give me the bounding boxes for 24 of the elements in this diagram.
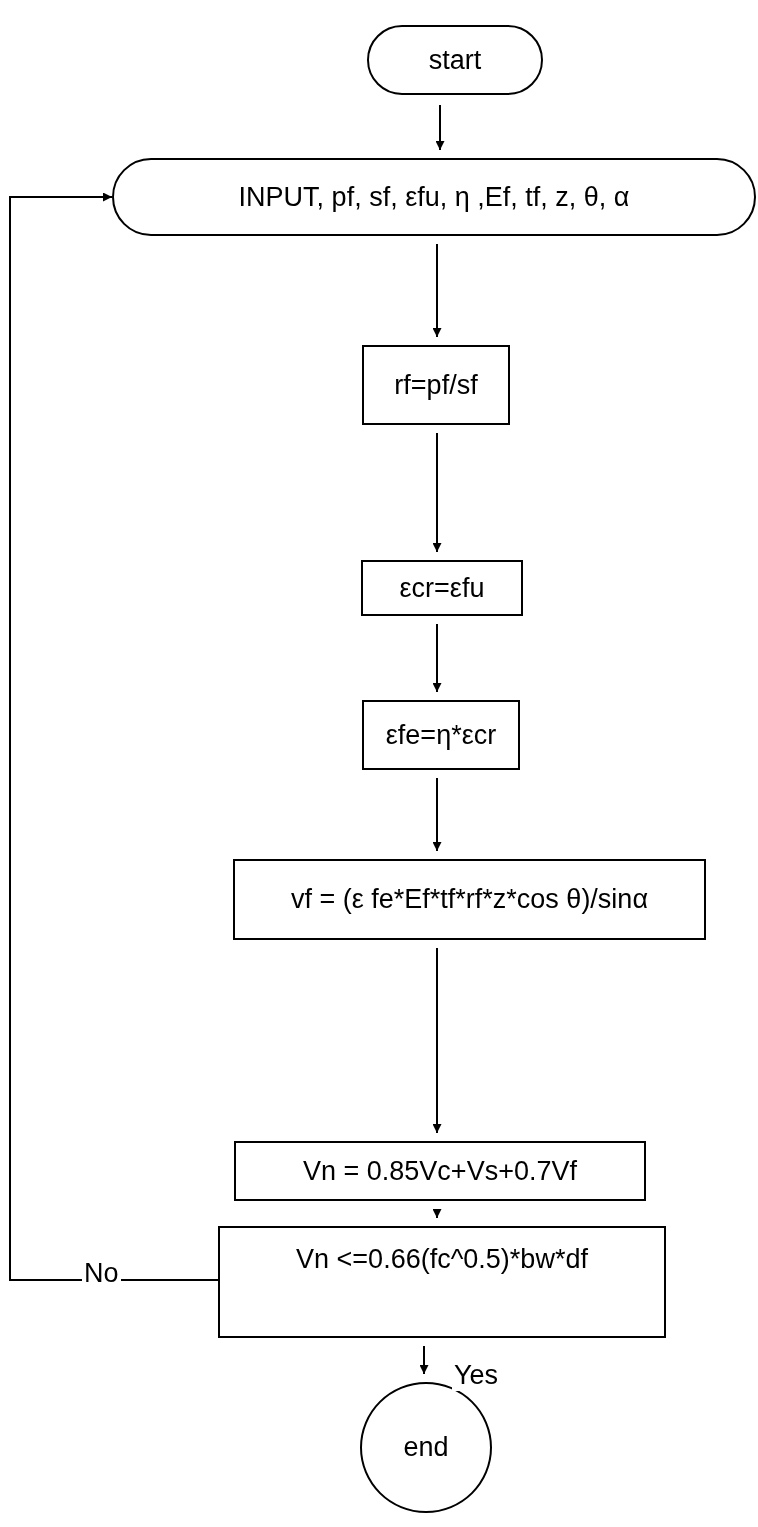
process-box (362, 700, 520, 770)
node-text: INPUT, pf, sf, εfu, η ,Ef, tf, z, θ, α (238, 181, 630, 213)
process-box (361, 560, 523, 616)
arrow (432, 432, 442, 553)
arrow (9, 192, 219, 1281)
arrow (432, 243, 442, 338)
arrow (432, 777, 442, 852)
process-box (362, 345, 510, 425)
process-box (234, 1141, 646, 1201)
node-text: start (428, 44, 482, 76)
arrow (432, 1208, 442, 1219)
node-text: vf = (ε fe*Ef*tf*rf*z*cos θ)/sinα (291, 884, 648, 915)
node-text: Vn <=0.66(fc^0.5)*bw*df (296, 1244, 588, 1275)
arrow (419, 1345, 429, 1375)
node-text: εfe=η*εcr (385, 719, 497, 751)
arrow (432, 947, 442, 1134)
decision-box (218, 1226, 666, 1338)
process-box (233, 859, 706, 940)
arrow (435, 104, 445, 151)
node-text: εcr=εfu (399, 572, 485, 604)
node-text: rf=pf/sf (394, 369, 478, 401)
node-text: Vn = 0.85Vc+Vs+0.7Vf (303, 1155, 577, 1187)
node-text: end (403, 1432, 449, 1463)
arrow (432, 623, 442, 693)
